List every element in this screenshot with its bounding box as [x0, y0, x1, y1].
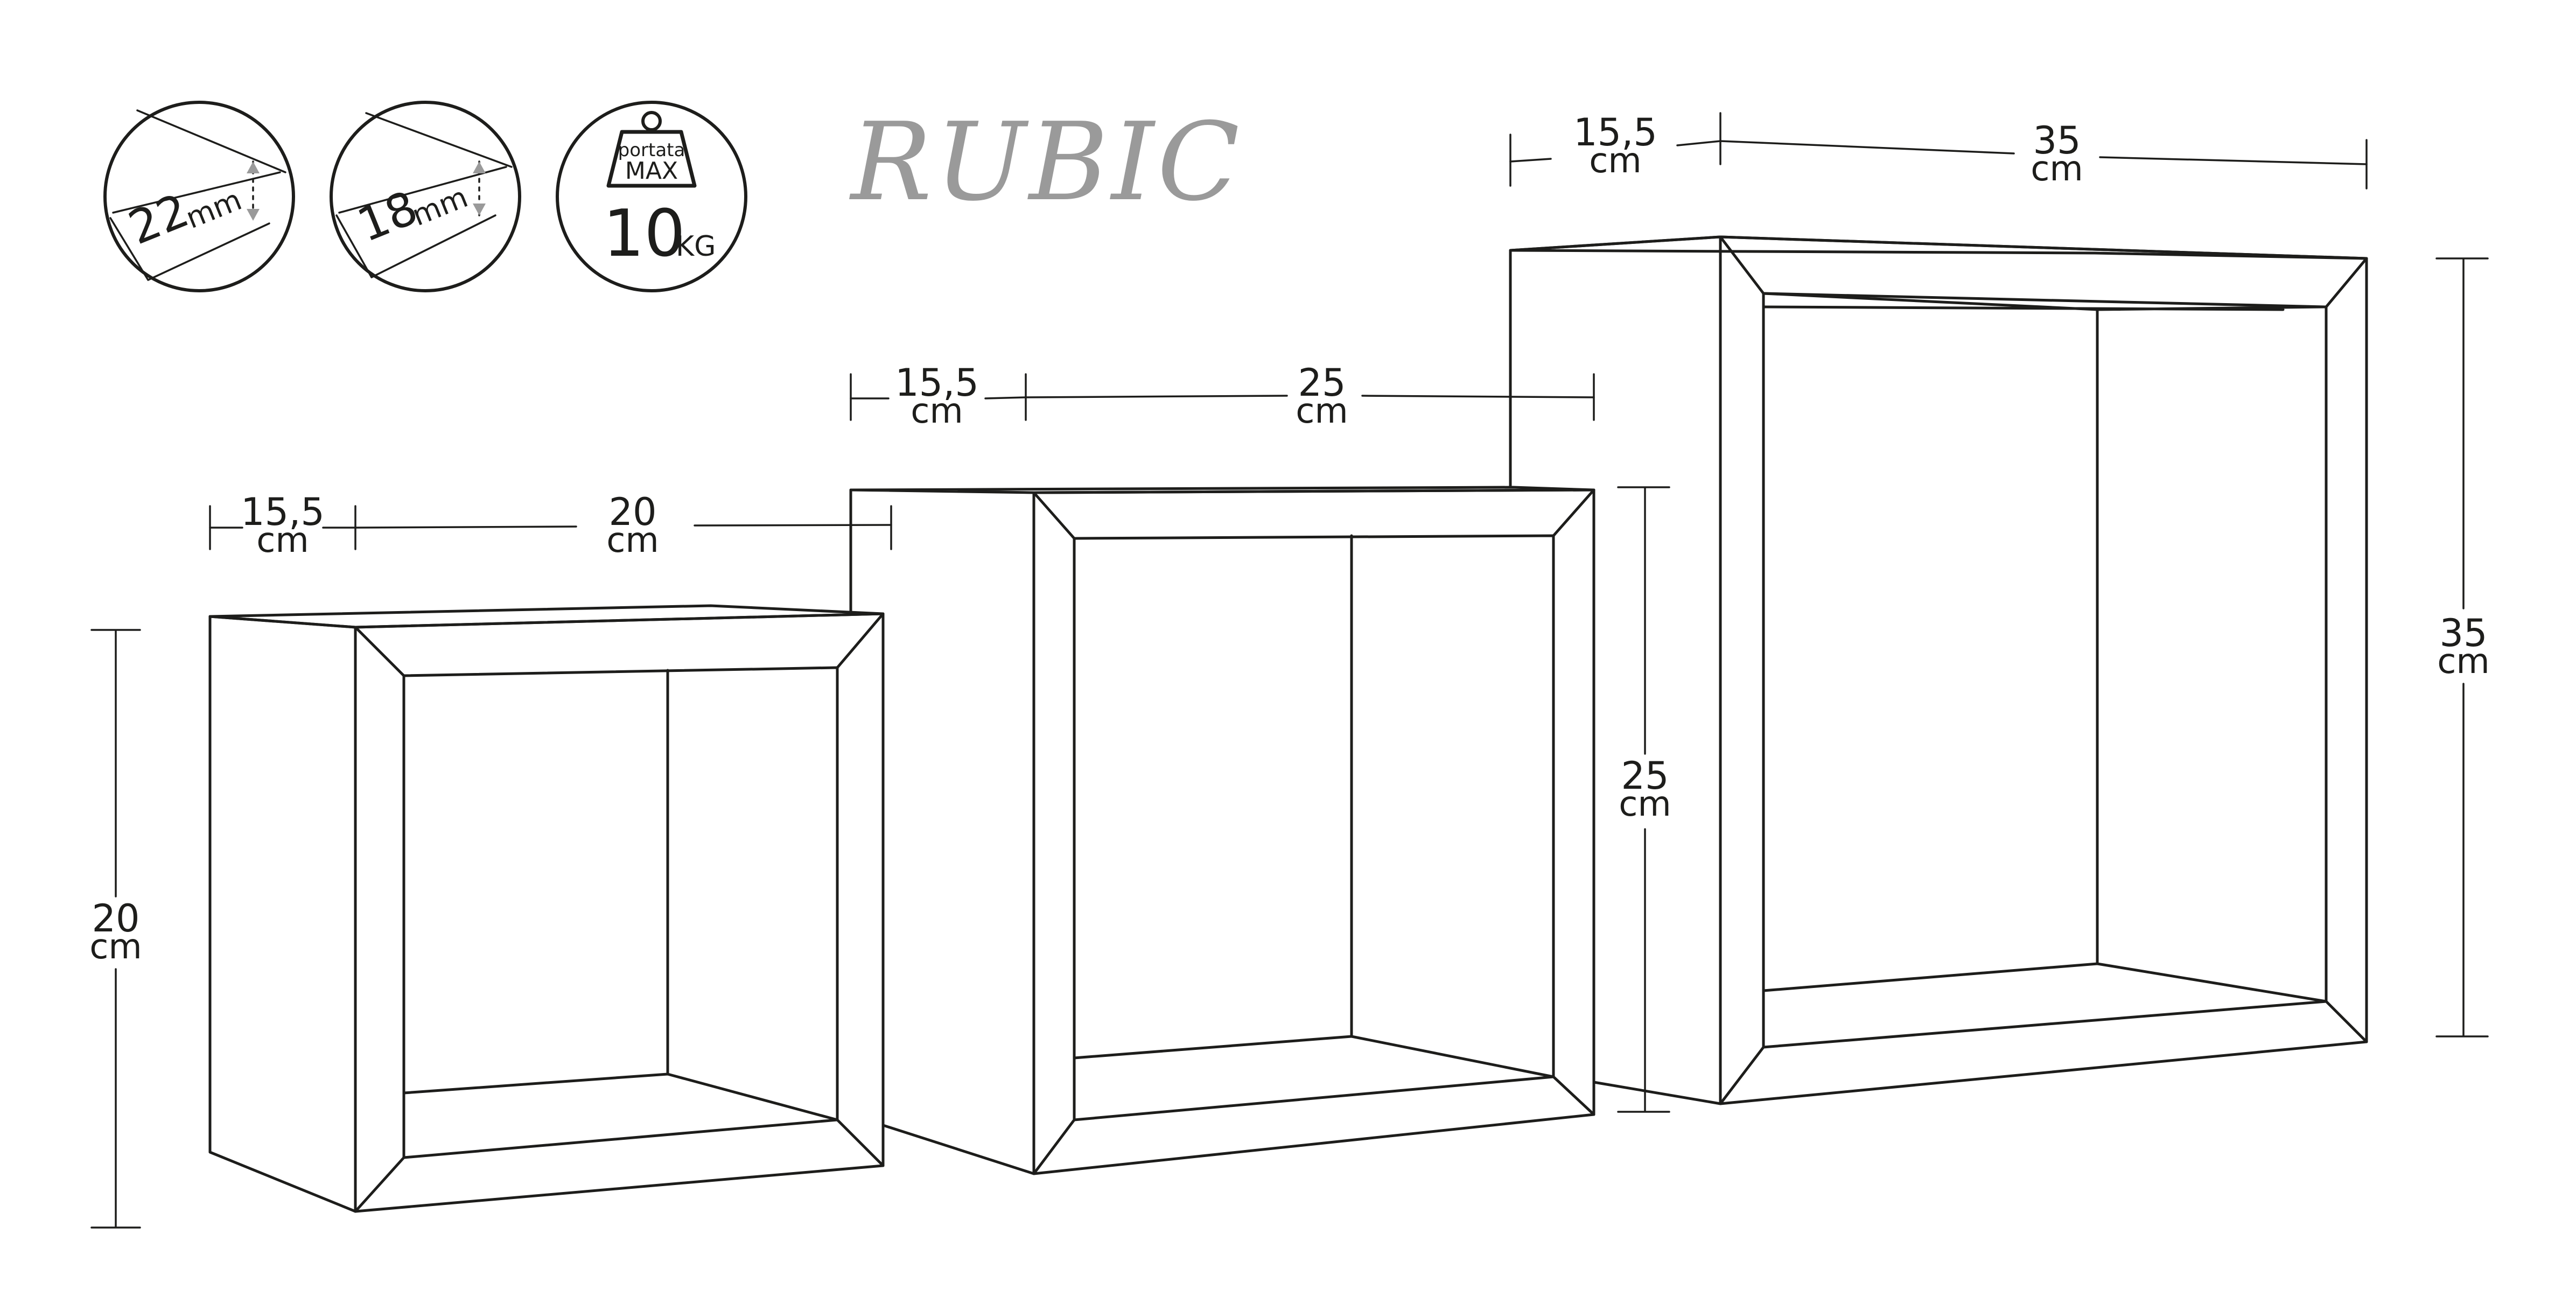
thickness-22mm-badge: 22 mm — [103, 101, 295, 292]
cube-large-height-unit: cm — [2437, 642, 2490, 682]
max-load-badge: portata MAX 10 KG — [556, 101, 747, 292]
cube-small-width-unit: cm — [606, 521, 659, 560]
cube-large — [1509, 235, 2368, 1105]
dimensions-cube-large: 15,5 cm 35 cm 35 cm — [1509, 110, 2490, 1037]
cube-medium — [849, 486, 1595, 1175]
cube-small — [208, 604, 885, 1213]
cube-large-height: 35 — [2439, 611, 2487, 655]
dimensions-cube-small: 15,5 cm 20 cm 20 cm — [89, 490, 892, 1229]
cube-large-width: 35 — [2033, 118, 2081, 163]
weight-icon — [606, 111, 697, 188]
cube-medium-width: 25 — [1298, 361, 1346, 405]
cube-medium-depth: 15,5 — [895, 361, 979, 405]
load-value: 10 — [603, 197, 685, 271]
cube-medium-width-unit: cm — [1296, 391, 1348, 431]
cube-small-height-unit: cm — [89, 927, 142, 967]
cube-large-depth-unit: cm — [1589, 141, 1642, 181]
load-label-portata: portata — [618, 139, 685, 161]
cube-small-depth: 15,5 — [241, 490, 325, 534]
arrow-icon — [247, 162, 260, 221]
cube-large-width-unit: cm — [2031, 149, 2083, 189]
cube-large-depth: 15,5 — [1573, 110, 1657, 155]
cube-small-width: 20 — [608, 490, 656, 534]
load-label-max: MAX — [625, 157, 678, 185]
thickness-18mm-badge: 18 mm — [330, 101, 521, 292]
brand-title: RUBIC — [849, 100, 1243, 225]
load-unit: KG — [676, 230, 716, 263]
cube-medium-height-unit: cm — [1619, 784, 1671, 824]
cube-small-height: 20 — [92, 896, 139, 941]
dimensions-cube-medium: 15,5 cm 25 cm 25 cm — [850, 361, 1671, 1113]
cube-medium-depth-unit: cm — [911, 391, 963, 431]
arrow-icon — [473, 162, 486, 215]
cube-small-depth-unit: cm — [256, 521, 309, 560]
cube-medium-height: 25 — [1621, 754, 1669, 798]
